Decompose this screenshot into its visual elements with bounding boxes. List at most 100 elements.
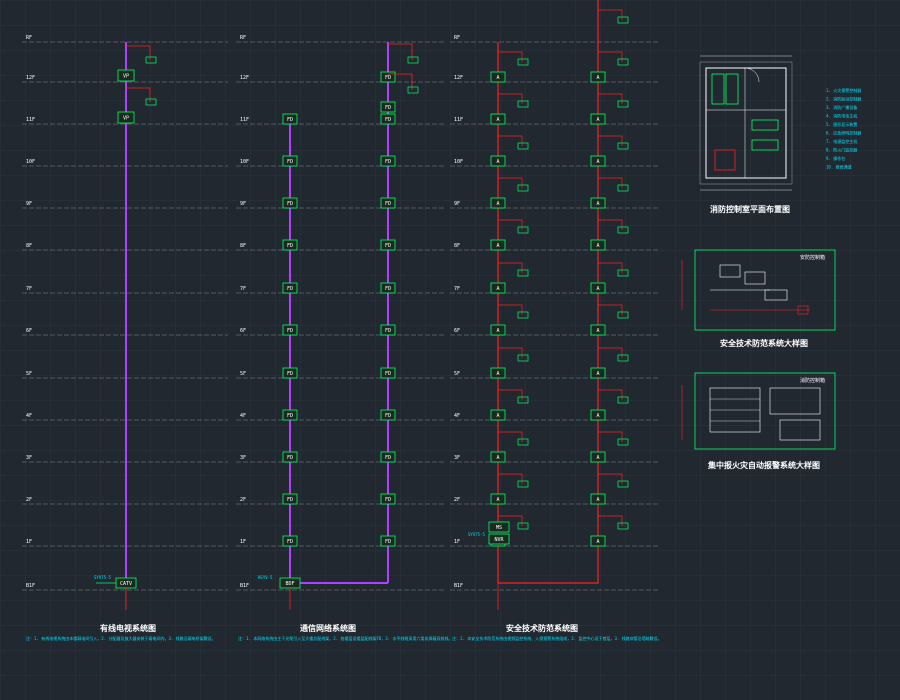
legend-item: 5. 图形显示装置 — [826, 121, 857, 127]
network-fd-box — [380, 155, 396, 167]
network-fd-box-label: FD — [385, 539, 391, 545]
security-device-box-label: A — [596, 243, 599, 249]
security-device-box-label: A — [496, 243, 499, 249]
security-device-box — [490, 239, 506, 251]
security-device-box — [590, 535, 606, 547]
floor-label: 9F — [454, 201, 460, 207]
outlet-symbol — [617, 58, 629, 66]
network-fd-box-label: FD — [385, 328, 391, 334]
security-device-box — [490, 324, 506, 336]
security-device-box-label: A — [596, 371, 599, 377]
floor-label: 7F — [240, 286, 246, 292]
security-device-box-label: A — [596, 159, 599, 165]
security-system-diagram: AAAAAAAAAAAAAAAAAAAAAAAAMSNVRSYV75-5 — [468, 0, 629, 610]
fire-detail-box-label: 消防控制箱 — [800, 377, 825, 384]
outlet-symbol — [517, 100, 529, 108]
floor-label: 11F — [454, 117, 463, 123]
network-fd-box-label: FD — [287, 159, 293, 165]
security-device-box — [590, 239, 606, 251]
security-device-box-label: A — [496, 286, 499, 292]
security-device-box-label: A — [496, 371, 499, 377]
fire-control-room-plan: 消防控制室平面布置图 — [699, 55, 793, 214]
outlet-symbol — [617, 184, 629, 192]
network-fd-box-label: FD — [287, 497, 293, 503]
tv-system-title: 有线电视系统图 — [100, 623, 156, 633]
legend-item: 1. 火灾报警控制器 — [826, 87, 861, 93]
security-device-box — [590, 197, 606, 209]
network-fd-box-label: FD — [385, 286, 391, 292]
network-fd-box-label: FD — [287, 328, 293, 334]
legend-item: 10. 维修通道 — [826, 164, 852, 170]
security-nvr-box — [488, 533, 510, 545]
tv-amplifier-box-label: VP — [123, 116, 129, 122]
outlet-symbol — [407, 86, 419, 94]
floor-label: B1F — [240, 583, 249, 589]
fire-control-room-title: 消防控制室平面布置图 — [710, 204, 790, 214]
legend-item: 2. 消防联动控制器 — [826, 96, 861, 102]
floor-label: 4F — [26, 413, 32, 419]
outlet-symbol — [617, 100, 629, 108]
security-detail-title: 安全技术防范系统大样图 — [720, 338, 808, 348]
security-ms-box — [488, 521, 510, 533]
security-device-box — [590, 409, 606, 421]
security-device-box-label: A — [596, 75, 599, 81]
security-device-box-label: A — [596, 413, 599, 419]
security-device-box — [490, 155, 506, 167]
network-fd-box-label: FD — [385, 159, 391, 165]
security-device-box-label: A — [596, 455, 599, 461]
tv-incoming-label: SYV75-5 — [94, 575, 111, 580]
network-system-title: 通信网络系统图 — [300, 623, 356, 633]
outlet-symbol — [617, 16, 629, 24]
security-device-box — [490, 367, 506, 379]
network-fd-box — [282, 282, 298, 294]
network-fd-box-label: FD — [385, 497, 391, 503]
network-fd-box-label: FD — [385, 75, 391, 81]
network-fd-box-label: FD — [287, 539, 293, 545]
floor-label: RF — [26, 35, 32, 41]
legend-item: 8. 防火门监控器 — [826, 147, 857, 153]
network-base-box-label: BDF — [285, 581, 294, 587]
outlet-symbol — [517, 184, 529, 192]
security-device-box — [490, 113, 506, 125]
security-nvr-box-label: NVR — [494, 537, 504, 543]
floor-label: 7F — [26, 286, 32, 292]
floor-label: 5F — [240, 371, 246, 377]
network-fd-box — [282, 324, 298, 336]
floor-label: 3F — [26, 455, 32, 461]
outlet-symbol — [145, 56, 157, 64]
security-device-box — [590, 451, 606, 463]
network-fd-box-label: FD — [287, 286, 293, 292]
outlet-symbol — [145, 98, 157, 106]
network-fd-box — [380, 493, 396, 505]
outlet-symbol — [517, 522, 529, 530]
network-fd-box-label: FD — [385, 243, 391, 249]
network-fd-box — [380, 535, 396, 547]
network-incoming-label: HSYV-5 — [258, 575, 273, 580]
security-device-box-label: A — [496, 201, 499, 207]
outlet-symbol — [617, 311, 629, 319]
network-fd-box — [380, 71, 396, 83]
floor-label: B1F — [26, 583, 35, 589]
outlet-symbol — [617, 438, 629, 446]
security-device-box — [490, 282, 506, 294]
outlet-symbol — [617, 522, 629, 530]
security-device-box — [590, 113, 606, 125]
security-device-box-label: A — [496, 497, 499, 503]
security-device-box — [490, 493, 506, 505]
floor-label: 10F — [26, 159, 35, 165]
network-fd-box — [282, 197, 298, 209]
floor-label: 6F — [26, 328, 32, 334]
tv-amplifier-box — [117, 111, 135, 124]
tv-system-notes: 注：1. 有线电视系统由本楼弱电间引入，2. 分配器及放大器安装于弱电间内，3.… — [26, 635, 216, 641]
network-fd-box — [380, 367, 396, 379]
security-device-box-label: A — [496, 328, 499, 334]
outlet-symbol — [617, 354, 629, 362]
legend-item: 9. 操作台 — [826, 155, 845, 161]
network-fd-box — [380, 101, 396, 113]
outlet-symbol — [617, 142, 629, 150]
network-fd-box — [380, 451, 396, 463]
outlet-symbol — [517, 58, 529, 66]
floor-label: 5F — [26, 371, 32, 377]
